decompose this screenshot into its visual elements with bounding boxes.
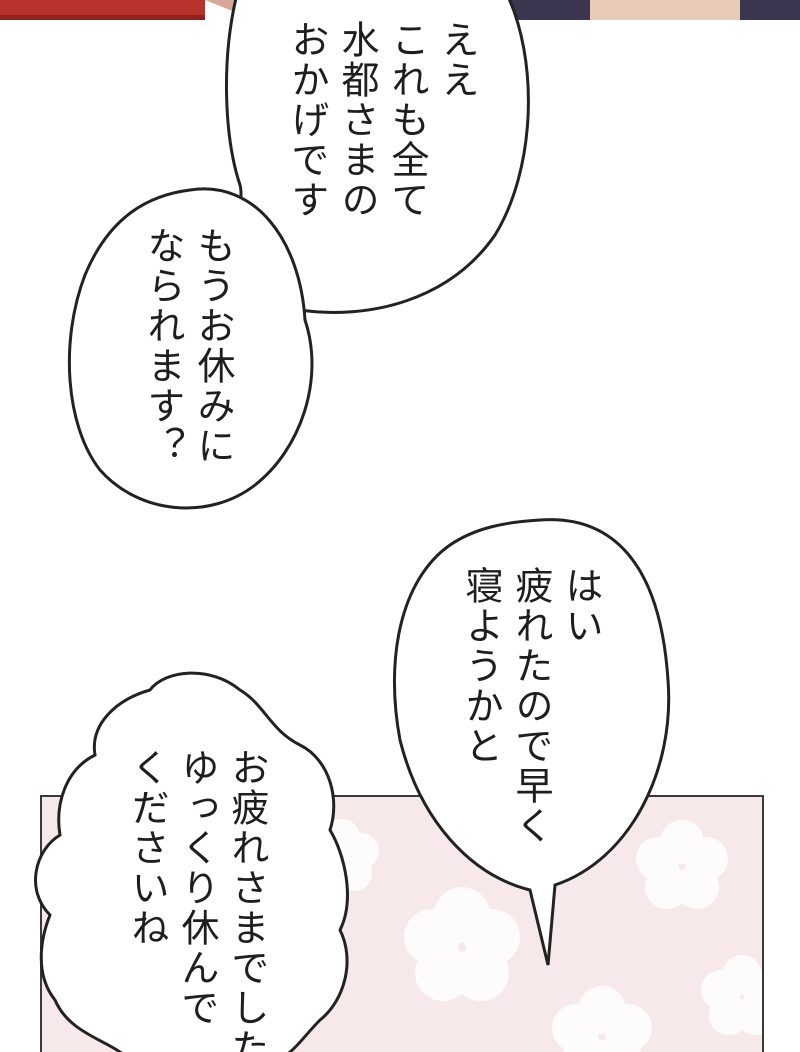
bubble-3-line-2: 疲れたので早く: [509, 566, 553, 846]
bubble-4-line-1: お疲れさまでした: [225, 748, 269, 1052]
bubble-2-line-1: もうお休みに: [191, 226, 235, 466]
bubble-2-line-2: なられます？: [141, 226, 185, 466]
flower-pattern: [305, 819, 762, 1052]
speech-bubble-3: [392, 518, 671, 966]
speech-bubble-4: [34, 671, 349, 1052]
speech-bubble-2: [67, 187, 314, 510]
bubble-1-line-4: おかげです: [285, 20, 329, 220]
bubble-3-line-3: 寝ようかと: [459, 566, 503, 766]
bubble-3-line-1: はい: [559, 566, 603, 646]
speech-bubble-1: [225, 0, 530, 316]
bubble-1-line-1: ええ: [435, 20, 479, 100]
bubble-1-line-2: これも全て: [385, 20, 429, 220]
bubble-4-line-2: ゆっくり休んで: [175, 748, 219, 1028]
bubble-1-line-3: 水都さまの: [335, 20, 379, 220]
bubble-4-line-3: くださいね: [125, 748, 169, 948]
